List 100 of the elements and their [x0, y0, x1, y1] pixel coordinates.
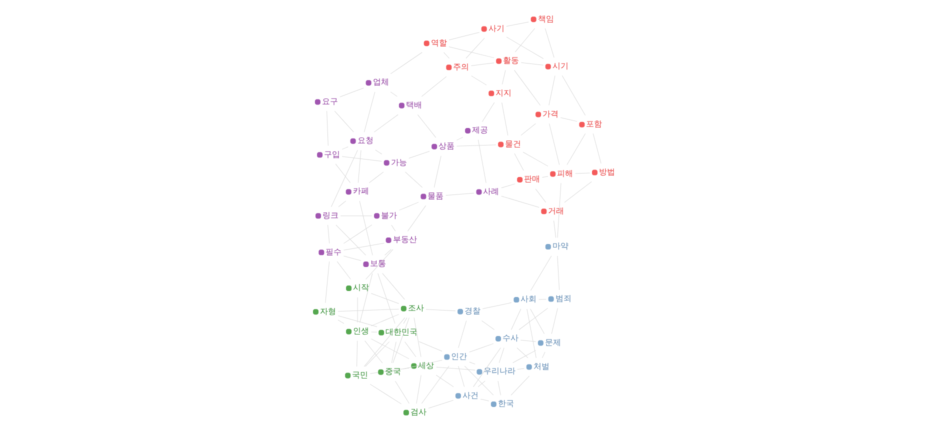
connector — [359, 273, 372, 323]
connector — [516, 348, 528, 358]
connector — [418, 341, 442, 352]
connector — [520, 123, 536, 136]
connector — [498, 348, 504, 364]
connector — [502, 70, 506, 84]
connector — [477, 380, 485, 388]
connector — [330, 150, 358, 208]
connector — [564, 181, 592, 203]
connector — [482, 302, 512, 309]
connector — [369, 368, 409, 374]
connector — [500, 184, 515, 188]
connector — [510, 308, 521, 330]
connector — [425, 309, 456, 312]
connector — [458, 320, 466, 348]
connector — [456, 144, 496, 146]
connector — [522, 152, 548, 166]
connector — [530, 308, 544, 334]
connector — [433, 156, 441, 188]
connector — [334, 110, 354, 132]
connector — [420, 76, 446, 97]
connector — [574, 172, 590, 174]
connector — [390, 52, 422, 74]
connector — [337, 320, 344, 324]
connector — [373, 114, 398, 132]
connector — [514, 153, 524, 171]
connector — [377, 273, 395, 324]
connector — [374, 150, 382, 154]
connector — [512, 350, 536, 364]
connector — [500, 196, 539, 208]
connector — [482, 102, 494, 122]
connector — [364, 92, 375, 132]
connector — [566, 133, 586, 166]
connector — [497, 380, 500, 396]
connector — [358, 200, 372, 256]
connector — [477, 140, 486, 184]
connector — [556, 182, 561, 238]
connector — [435, 374, 454, 388]
connector — [364, 340, 382, 364]
connector — [530, 256, 552, 291]
connector — [556, 256, 560, 290]
connector — [416, 114, 436, 138]
connector — [436, 366, 475, 370]
connector — [336, 261, 350, 280]
connector — [465, 38, 484, 59]
connector — [382, 273, 404, 300]
connector — [592, 133, 601, 164]
connector — [408, 151, 430, 158]
connector — [472, 348, 500, 388]
connector — [369, 384, 402, 404]
connector — [413, 317, 421, 358]
connector — [548, 123, 560, 166]
connector — [324, 261, 330, 304]
connector — [404, 172, 422, 188]
connector — [534, 188, 546, 203]
connector — [514, 28, 535, 52]
connector — [420, 366, 449, 404]
connector — [506, 22, 528, 27]
connector — [448, 46, 494, 58]
connector — [560, 117, 577, 122]
connector — [337, 308, 399, 312]
connector — [561, 75, 586, 116]
connector — [428, 400, 454, 409]
connector — [370, 338, 409, 360]
connector — [390, 224, 396, 232]
connector — [326, 110, 328, 146]
connector — [402, 317, 407, 324]
connector — [404, 342, 416, 358]
connector — [470, 76, 486, 86]
connector — [364, 342, 390, 367]
connector — [334, 164, 350, 183]
connector — [518, 308, 548, 330]
connector — [510, 376, 530, 396]
connector — [338, 200, 346, 208]
connector — [390, 92, 397, 97]
connector — [341, 156, 382, 162]
connector — [342, 256, 361, 261]
connector — [337, 315, 377, 327]
connector — [342, 242, 384, 250]
connector — [548, 75, 555, 106]
connector — [448, 32, 480, 40]
connector — [480, 320, 494, 330]
connector — [370, 293, 399, 304]
connector — [406, 205, 426, 232]
connector — [468, 343, 494, 352]
connector — [365, 249, 393, 280]
connector — [445, 192, 474, 196]
connector — [356, 340, 358, 367]
connector — [416, 374, 421, 404]
connector — [526, 308, 536, 358]
connector — [335, 224, 366, 256]
connector — [470, 62, 494, 66]
connector — [514, 70, 540, 106]
connector — [363, 317, 405, 367]
connector — [339, 88, 364, 98]
connector — [327, 224, 330, 244]
connector — [520, 62, 544, 66]
connector — [501, 102, 508, 136]
connector — [464, 366, 494, 396]
connector — [544, 28, 554, 58]
